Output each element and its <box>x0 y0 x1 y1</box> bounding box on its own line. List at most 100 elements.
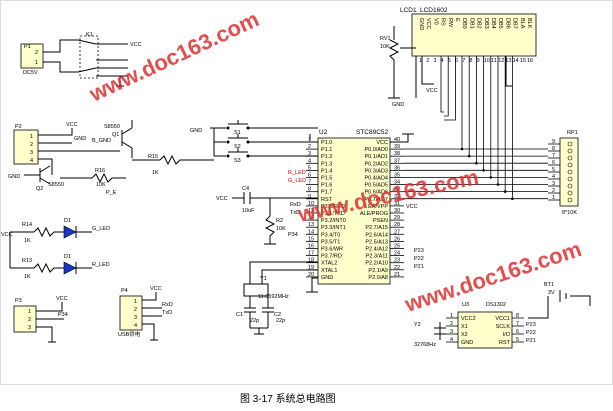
p2-section: P2 1 2 3 4 VCC GND B_GND S8550 Q1 R15 1K… <box>8 120 214 196</box>
mcu-pin-number: 2 <box>308 144 311 150</box>
p1-pin2: 2 <box>35 50 38 56</box>
rtc-ref: U3 <box>462 302 469 308</box>
mcu-pin-name: P0.2/AD2 <box>364 161 388 167</box>
rp1-pin-number: 4 <box>552 174 555 180</box>
lcd-pin-name: DB3 <box>483 18 489 29</box>
lcd-pin-name: BLA <box>519 18 525 29</box>
mcu-pin-name: P1.1 <box>321 147 332 153</box>
lcd-power-wires <box>415 56 512 98</box>
lcd-pin-number: 16 <box>527 58 533 64</box>
mcu-pin-name: XTAL2 <box>321 261 337 267</box>
rtc-pin-name: RST <box>499 340 511 346</box>
mcu-pin-number: 9 <box>308 194 311 200</box>
led-d1-ref: D1 <box>64 218 71 224</box>
power-input-section: P1 2 1 DC5V K1 VCC <box>20 32 142 87</box>
mcu-pin-number: 29 <box>394 215 400 221</box>
led-d2-net: R_LED <box>92 262 110 268</box>
q2-gnd: GND <box>8 174 20 180</box>
lcd-pin-number: 10 <box>484 58 490 64</box>
crystal-wires <box>249 261 318 284</box>
mcu-ref: U2 <box>319 129 328 136</box>
mcu-pin-name: P3.7/RD <box>321 254 342 260</box>
mcu-part: STC89C52 <box>356 129 389 136</box>
mcu-pin-name: XTAL1 <box>321 268 337 274</box>
mcu-pin-number: 24 <box>394 251 400 257</box>
mcu-pin-name: P0.0/AD0 <box>364 147 388 153</box>
mcu-pin-number: 34 <box>394 180 400 186</box>
c1-ref: C1 <box>236 312 243 318</box>
mcu-pin-name: EA/VPP <box>368 204 388 210</box>
rp1-element <box>567 162 573 168</box>
mcu-pin-name: PSEN <box>373 218 388 224</box>
mcu-pin-number: 5 <box>308 165 311 171</box>
rtc-pin-number: 6 <box>516 329 519 335</box>
mcu-pin-number: 38 <box>394 151 400 157</box>
lcd-pin-name: DB1 <box>468 18 474 29</box>
mcu-pin-name: P3.5/T1 <box>321 239 340 245</box>
lcd-pin-number: 4 <box>441 58 444 64</box>
lcd-pin-number: 5 <box>448 58 451 64</box>
r14-ref: R14 <box>22 222 32 228</box>
rtc-pin-name: X1 <box>461 324 468 330</box>
lcd-control-line <box>444 56 449 117</box>
rtc-pin-number: 5 <box>516 337 519 343</box>
mcu-pin-number: 28 <box>394 222 400 228</box>
switch-s1: S1 <box>226 120 318 136</box>
mcu-pin-number: 31 <box>394 201 400 207</box>
mcu-pin-number: 4 <box>308 158 311 164</box>
lcd-pin-name: DB6 <box>504 18 510 29</box>
mcu-pin-name: P1.3 <box>321 161 332 167</box>
mcu-pin-number: 33 <box>394 187 400 193</box>
lcd-pin-number: 7 <box>462 58 465 64</box>
mcu-pin-name: P0.7/AD7 <box>364 197 388 203</box>
r16-symbol <box>60 172 126 184</box>
mcu-right-pins: 40VCC39P0.0/AD038P0.1/AD137P0.2/AD236P0.… <box>360 137 404 281</box>
mcu-pin-name: P2.1/A9 <box>368 268 388 274</box>
watermark-1: www.doc163.com <box>85 6 263 107</box>
lcd-ref: LCD1 <box>400 7 417 14</box>
k1-gnd <box>116 76 124 87</box>
p2-pin4: 4 <box>30 158 33 164</box>
p3-connector <box>13 305 37 333</box>
rtc-pin-number: 8 <box>516 313 519 319</box>
p4-pin2: 2 <box>134 307 137 313</box>
mcu-pin-number: 26 <box>394 236 400 242</box>
q2-ref: Q2 <box>36 186 43 192</box>
lcd-pin-number: 2 <box>426 58 429 64</box>
p3-vcc: VCC <box>56 296 68 302</box>
r16-ref: R16 <box>95 168 105 174</box>
rtc-pin-number: 4 <box>450 337 453 343</box>
rtc-net-p22: P22 <box>526 330 536 336</box>
mcu-pin-name: P3.6/WR <box>321 247 343 253</box>
mcu-pin-name: P3.3/INT1 <box>321 225 346 231</box>
led-d2-red <box>63 261 77 275</box>
lcd-pin-name: DB0 <box>461 18 467 29</box>
p2-net: B_GND <box>92 138 111 144</box>
mcu-pin-name: VCC <box>376 140 388 146</box>
p3-pin1: 1 <box>28 309 31 315</box>
net-p34: P34 <box>288 232 298 238</box>
c1-val: 22p <box>250 318 259 324</box>
lcd-pin-name: DB5 <box>497 18 503 29</box>
mcu-pin-number: 12 <box>308 215 314 221</box>
p2-pin2: 2 <box>30 142 33 148</box>
r13-val: 1K <box>24 274 31 280</box>
p4-connector <box>119 295 143 331</box>
q1-symbol <box>121 120 160 161</box>
p4-section: P4 1 2 3 4 VCC RxD TxD USB供电 <box>118 286 173 341</box>
p1-wires <box>43 39 78 73</box>
rtc-pin-number: 2 <box>450 321 453 327</box>
p3-wires <box>36 302 64 343</box>
p2-vcc: VCC <box>66 122 78 128</box>
rtc-body <box>457 311 513 349</box>
rv1-symbol <box>388 26 416 99</box>
net-p22: P22 <box>414 256 424 262</box>
mcu-pin-number: 32 <box>394 194 400 200</box>
rp1-element <box>567 176 573 182</box>
mcu-pin-number: 21 <box>394 272 400 278</box>
bus-junction <box>511 197 514 200</box>
